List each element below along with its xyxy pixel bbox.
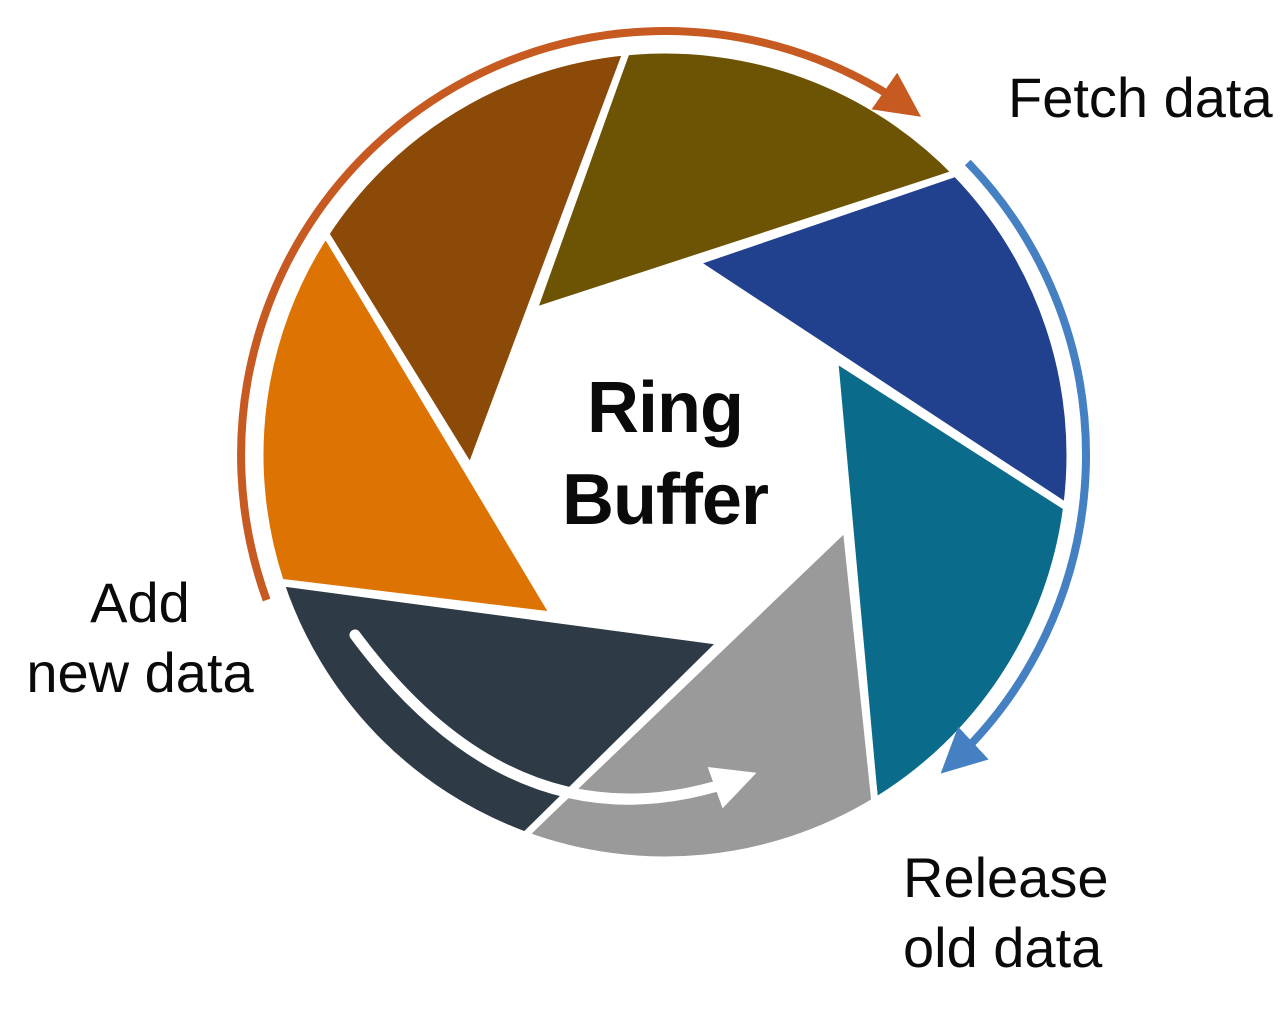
title-line1: Ring — [587, 368, 744, 448]
release-label-line2: old data — [903, 916, 1103, 979]
fetch-data-label: Fetch data — [1008, 66, 1273, 129]
release-label-line1: Release — [903, 846, 1109, 909]
ring-buffer-title: Ring Buffer — [465, 362, 865, 546]
add-label-line1: Add — [90, 571, 190, 634]
brown-blade — [322, 48, 630, 472]
release-old-data-label: Release old data — [903, 843, 1108, 983]
title-line2: Buffer — [562, 460, 769, 540]
add-label-line2: new data — [26, 641, 254, 704]
slate-blade — [277, 579, 725, 839]
fetch-release-arrow — [940, 159, 1090, 774]
add-new-data-label: Add new data — [14, 568, 266, 708]
release-old-data-arrow — [349, 629, 757, 809]
teal-blade — [831, 355, 1071, 805]
navy-blade — [691, 169, 1074, 511]
orange-blade — [256, 230, 558, 619]
gray-blade — [521, 523, 879, 864]
olive-blade — [529, 46, 960, 315]
add-new-data-arrow — [237, 27, 922, 602]
